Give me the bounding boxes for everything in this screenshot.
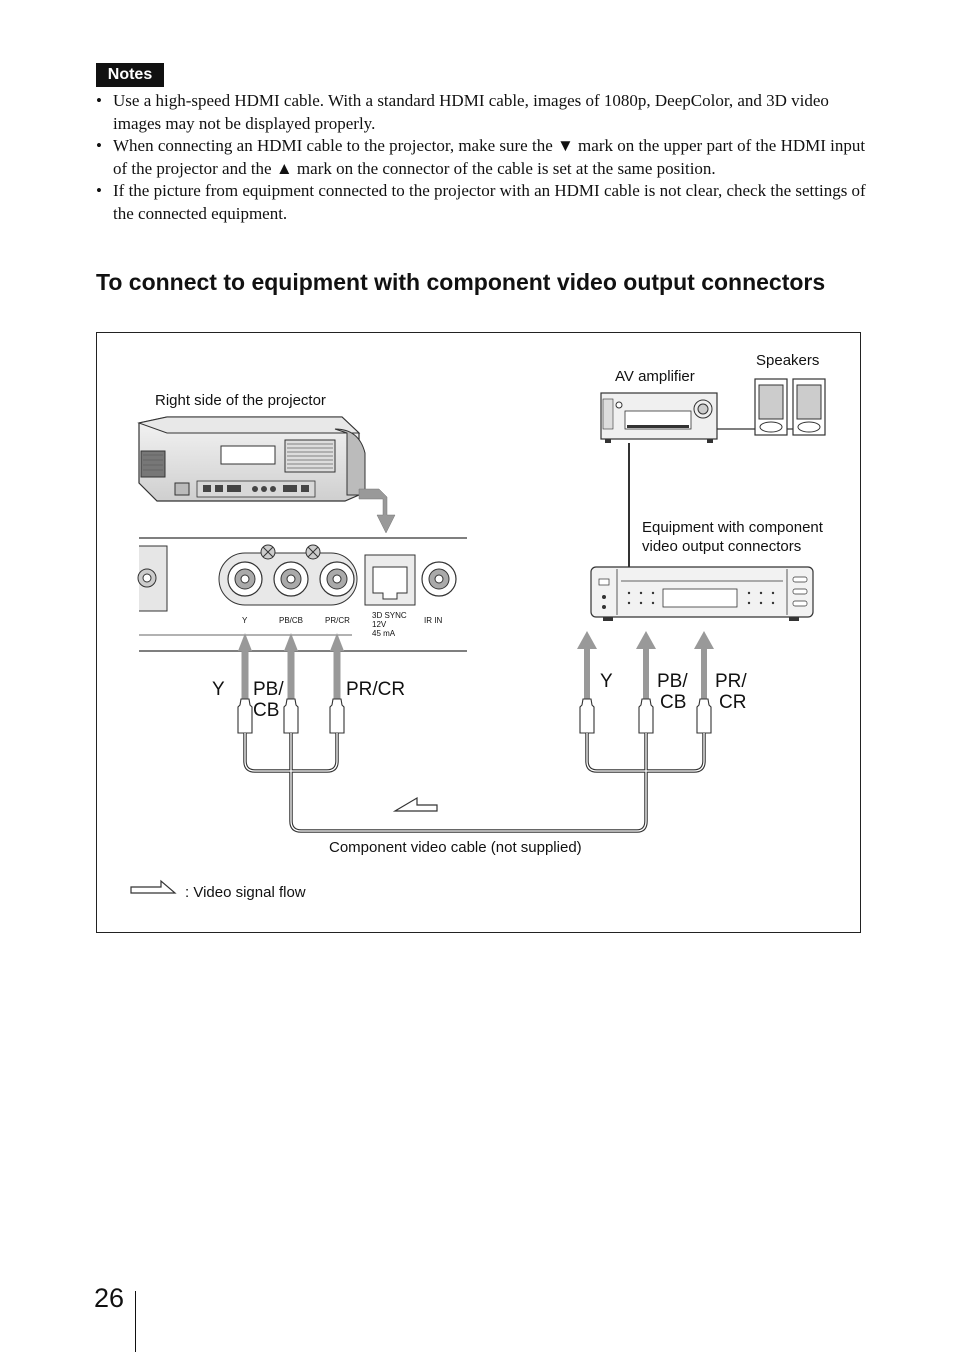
cable-label: Component video cable (not supplied) [329,839,582,856]
legend-arrow [130,879,177,894]
plug-y-label-right: Y [600,671,613,692]
plug-pb-bottom-left: CB [253,700,280,721]
note-text: When connecting an HDMI cable to the pro… [113,136,866,178]
note-item: • When connecting an HDMI cable to the pr… [96,135,866,180]
signal-arrows [238,631,714,705]
bullet: • [96,91,102,110]
equipment-label-line2: video output connectors [642,538,802,555]
source-equipment-illustration [590,566,814,621]
note-text: Use a high-speed HDMI cable. With a stan… [113,91,829,133]
plug-pb-bottom-right: CB [660,692,687,713]
panel-y-label: Y [242,616,248,625]
diagram-drawing [130,378,826,894]
plug-pr-label-left: PR/CR [346,679,406,700]
panel-sync-line3: 45 mA [372,629,396,638]
speakers-illustration [717,378,826,436]
panel-pr-label: PR/CR [325,616,350,625]
zoom-arrow [358,488,396,534]
page-number-rule [135,1291,136,1352]
plug-pr-top-right: PR/ [715,671,747,692]
panel-sync-line1: 3D SYNC [372,611,407,620]
panel-ir-label: IR IN [424,616,443,625]
bullet: • [96,136,102,156]
cable-flow-arrow [392,796,438,812]
panel-sync-line2: 12V [372,620,387,629]
amplifier-label: AV amplifier [615,368,695,385]
section-heading: To connect to equipment with component v… [96,269,826,295]
plug-pr-bottom-right: CR [719,692,747,713]
note-item: • If the picture from equipment connected… [96,180,866,225]
projector-illustration [137,416,366,502]
legend-label: : Video signal flow [185,884,306,901]
panel-pb-label: PB/CB [279,616,304,625]
component-cable [243,733,706,833]
connector-panel [137,537,467,652]
plug-pb-top-right: PB/ [657,671,688,692]
note-text: If the picture from equipment connected … [113,181,866,223]
projector-label: Right side of the projector [155,392,326,409]
panel-sync-label: 3D SYNC 12V 45 mA [372,611,407,638]
plug-pb-top-left: PB/ [253,679,284,700]
page-number: 26 [94,1283,125,1313]
speakers-label: Speakers [756,352,820,369]
plug-y-label-left: Y [212,679,225,700]
equipment-label-line1: Equipment with component [642,519,823,536]
notes-badge: Notes [96,63,164,87]
note-item: • Use a high-speed HDMI cable. With a sta… [96,90,866,135]
av-amplifier-illustration [600,392,718,443]
bullet: • [96,181,102,201]
rca-plugs [237,698,712,734]
connection-diagram: Right side of the projector AV amplifier… [96,332,861,933]
notes-list: • Use a high-speed HDMI cable. With a sta… [96,90,866,226]
